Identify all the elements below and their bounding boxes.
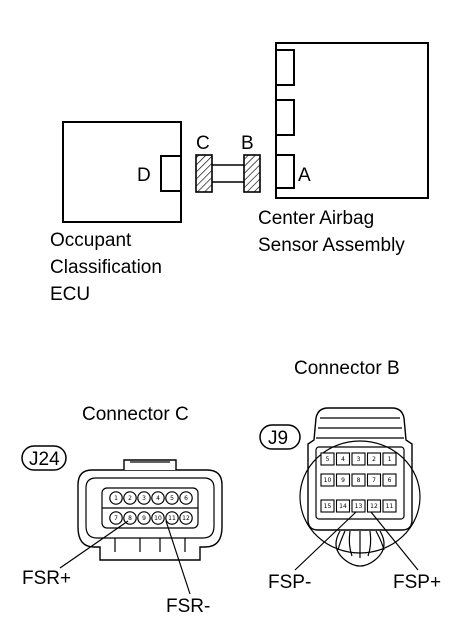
pin-6 xyxy=(179,491,193,505)
pin-label-1: 1 xyxy=(388,456,392,463)
pin-label-7: 7 xyxy=(372,477,376,484)
airbag-connector-upper xyxy=(275,49,295,86)
pin-14 xyxy=(335,499,351,513)
pin-label-5: 5 xyxy=(170,495,174,502)
pin-label-2: 2 xyxy=(128,495,132,502)
pin-15 xyxy=(320,499,335,513)
pin-4 xyxy=(335,452,351,466)
pin-10 xyxy=(151,511,165,525)
airbag-sensor-box xyxy=(275,42,429,199)
pin-label-9: 9 xyxy=(142,515,146,522)
pin-label-9: 9 xyxy=(341,477,345,484)
pin-1 xyxy=(109,491,123,505)
connector-c-face xyxy=(77,459,223,561)
pin-label-14: 14 xyxy=(339,503,347,510)
pin-5 xyxy=(165,491,179,505)
pin-label-6: 6 xyxy=(184,495,188,502)
pin-label-1: 1 xyxy=(114,495,118,502)
pin-11 xyxy=(165,511,179,525)
airbag-connector-middle xyxy=(275,99,295,136)
pin-label-8: 8 xyxy=(128,515,132,522)
pin-12 xyxy=(179,511,193,525)
airbag-sensor-label: Center Airbag Sensor Assembly xyxy=(258,208,405,256)
connector-b-plug xyxy=(243,154,261,193)
pin-3 xyxy=(137,491,151,505)
ecu-connector-d xyxy=(160,155,182,192)
pin-label-3: 3 xyxy=(357,456,361,463)
connector-b-tag: J9 xyxy=(268,428,288,449)
pin-5 xyxy=(320,452,335,466)
fsp-minus-label: FSP- xyxy=(268,572,311,593)
pin-label-12: 12 xyxy=(182,515,190,522)
pin-label-12: 12 xyxy=(370,503,378,510)
pin-label-15: 15 xyxy=(324,503,332,510)
pin-label-5: 5 xyxy=(326,456,330,463)
connector-c-tag-outline xyxy=(21,445,67,471)
pin-label-11: 11 xyxy=(168,515,176,522)
pin-1 xyxy=(382,452,397,466)
connector-c-plug xyxy=(195,154,213,193)
connector-b-title: Connector B xyxy=(294,358,400,379)
fsr-minus-label: FSR- xyxy=(166,596,210,617)
pin-8 xyxy=(351,473,366,487)
connector-b-tag-outline xyxy=(259,424,301,450)
connector-b-pins-row1: 5 4 3 2 1 xyxy=(320,452,397,466)
pin-label-8: 8 xyxy=(357,477,361,484)
pin-9 xyxy=(335,473,351,487)
pin-label-6: 6 xyxy=(388,477,392,484)
pin-label-4: 4 xyxy=(156,495,160,502)
pin-label-7: 7 xyxy=(114,515,118,522)
letter-d: D xyxy=(137,165,151,186)
ecu-label: Occupant Classification ECU xyxy=(50,230,167,305)
fsr-plus-label: FSR+ xyxy=(22,568,71,589)
pin-9 xyxy=(137,511,151,525)
letter-c: C xyxy=(196,133,210,154)
pin-label-10: 10 xyxy=(324,477,332,484)
pin-12 xyxy=(366,499,382,513)
pin-13 xyxy=(351,499,366,513)
pin-10 xyxy=(320,473,335,487)
pin-4 xyxy=(151,491,165,505)
letter-b: B xyxy=(241,133,254,154)
pin-label-4: 4 xyxy=(341,456,345,463)
connector-c-tag: J24 xyxy=(29,449,60,470)
fsp-plus-label: FSP+ xyxy=(393,572,441,593)
connector-c-pins-bottom: 7 8 9 10 11 12 xyxy=(109,511,193,525)
airbag-connector-a xyxy=(275,154,295,189)
pin-label-3: 3 xyxy=(142,495,146,502)
connector-b-pins-row3: 15 14 13 12 11 xyxy=(320,499,397,513)
pin-2 xyxy=(123,491,137,505)
connector-c-pins-top: 1 2 3 4 5 6 xyxy=(109,491,193,505)
pin-7 xyxy=(366,473,382,487)
pin-7 xyxy=(109,511,123,525)
pin-3 xyxy=(351,452,366,466)
pin-label-2: 2 xyxy=(372,456,376,463)
connector-c-title: Connector C xyxy=(82,404,189,425)
connector-b-face xyxy=(299,407,421,567)
pin-label-11: 11 xyxy=(386,503,394,510)
letter-a: A xyxy=(298,165,311,186)
pin-label-10: 10 xyxy=(154,515,162,522)
pin-11 xyxy=(382,499,397,513)
pin-label-13: 13 xyxy=(355,503,363,510)
pin-2 xyxy=(366,452,382,466)
connector-b-pins-row2: 10 9 8 7 6 xyxy=(320,473,397,487)
pin-6 xyxy=(382,473,397,487)
